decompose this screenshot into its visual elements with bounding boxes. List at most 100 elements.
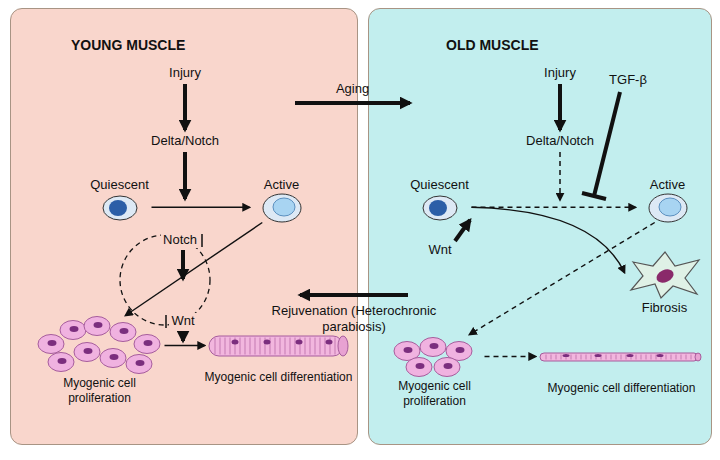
signal-arrow — [455, 220, 470, 241]
myoblast-nucleus — [143, 340, 152, 346]
fiber-striation — [244, 337, 245, 354]
myoblast-nucleus — [109, 354, 118, 360]
fiber-striation — [224, 337, 225, 354]
edge-label: Aging — [313, 81, 393, 97]
fibroblast-nucleus — [654, 266, 675, 284]
cell-nucleus — [273, 198, 295, 216]
fiber-striation — [254, 337, 255, 354]
fiber-striation — [615, 354, 616, 359]
cell-drawing — [408, 193, 472, 223]
cell-drawing — [250, 193, 314, 223]
panel-heading: YOUNG MUSCLE — [71, 37, 185, 54]
transition-arrow — [295, 101, 410, 105]
fiber-striation — [269, 337, 270, 354]
cell-drawing — [625, 250, 705, 300]
process-arrow — [472, 207, 625, 272]
node-label: Fibrosis — [625, 300, 705, 316]
signal-label: Delta/Notch — [526, 133, 594, 149]
fiber-nucleus — [594, 353, 601, 356]
fiber-striation — [585, 354, 586, 359]
myoblast-nucleus — [455, 347, 464, 353]
cell-drawing — [536, 333, 708, 381]
muscle-fiber — [540, 353, 698, 361]
fiber-striation — [650, 354, 651, 359]
signal-arrow — [181, 331, 185, 341]
signal-label: TGF-β — [609, 72, 647, 88]
satellite-cell: Active — [250, 177, 314, 223]
fiber-striation — [605, 354, 606, 359]
signal-label: Injury — [169, 65, 201, 81]
inhibition-bar — [201, 234, 203, 247]
cell-nucleus — [659, 198, 681, 216]
fiber-striation — [580, 354, 581, 359]
process-arrow — [485, 356, 536, 357]
myoblast-cell — [38, 334, 64, 353]
proliferating-cells: Myogenic cell proliferation — [385, 335, 485, 409]
fiber-striation — [645, 354, 646, 359]
myoblast-cell — [406, 357, 432, 376]
weak-signal-arrow — [559, 152, 561, 200]
node-label: Myogenic cell differentiation — [536, 381, 708, 396]
signal-arrow — [183, 84, 187, 130]
fiber-striation — [680, 354, 681, 359]
inhibition-bar — [582, 193, 606, 199]
myoblast-cell — [84, 316, 110, 335]
fiber-end — [695, 353, 701, 361]
fiber-striation — [334, 337, 335, 354]
fiber-striation — [274, 337, 275, 354]
fiber-striation — [249, 337, 250, 354]
myoblast-nucleus — [415, 363, 424, 369]
muscle-fiber-node: Myogenic cell differentiation — [536, 333, 708, 396]
fiber-striation — [279, 337, 280, 354]
fiber-striation — [570, 354, 571, 359]
fiber-striation — [590, 354, 591, 359]
myoblast-cell — [48, 352, 74, 371]
fiber-striation — [625, 354, 626, 359]
fiber-striation — [620, 354, 621, 359]
transition-arrow — [300, 293, 408, 297]
fiber-striation — [635, 354, 636, 359]
inhibition-line — [594, 92, 620, 196]
myoblast-nucleus — [135, 360, 144, 366]
signal-arrow — [558, 84, 562, 130]
myoblast-cell — [420, 337, 446, 356]
myoblast-cell — [60, 320, 86, 339]
myoblast-nucleus — [47, 340, 56, 346]
fiber-nucleus — [325, 339, 332, 344]
cell-body — [649, 194, 687, 222]
cell-drawing — [88, 193, 152, 223]
node-label: Quiescent — [88, 177, 152, 193]
process-arrow — [126, 223, 263, 316]
myoblast-cell — [126, 354, 152, 373]
fibroblast — [631, 252, 699, 298]
myoblast-nucleus — [93, 322, 102, 328]
cell-drawing — [35, 316, 165, 376]
cell-drawing — [385, 335, 485, 379]
node-label: Active — [636, 177, 700, 193]
fiber-striation — [545, 354, 546, 359]
fiber-striation — [665, 354, 666, 359]
fiber-striation — [675, 354, 676, 359]
fiber-striation — [314, 337, 315, 354]
cell-body — [103, 196, 137, 220]
fibrosis-cell: Fibrosis — [625, 250, 705, 316]
fiber-striation — [324, 337, 325, 354]
myoblast-nucleus — [443, 363, 452, 369]
region-panel: OLD MUSCLEQuiescentActiveFibrosisMyogeni… — [368, 8, 712, 445]
fiber-striation — [655, 354, 656, 359]
fiber-striation — [309, 337, 310, 354]
satellite-cell: Quiescent — [408, 177, 472, 223]
node-label: Myogenic cell proliferation — [35, 376, 165, 406]
myoblast-nucleus — [69, 326, 78, 332]
fiber-striation — [219, 337, 220, 354]
myoblast-cell — [100, 348, 126, 367]
signal-label: Delta/Notch — [151, 133, 219, 149]
fiber-striation — [690, 354, 691, 359]
cell-body — [263, 194, 301, 222]
node-label: Myogenic cell differentiation — [205, 370, 353, 385]
myoblast-cell — [110, 322, 136, 341]
feedback-loop — [120, 235, 210, 325]
process-arrow — [165, 345, 205, 346]
signal-label: Wnt — [169, 313, 196, 329]
cell-nucleus — [109, 200, 127, 216]
